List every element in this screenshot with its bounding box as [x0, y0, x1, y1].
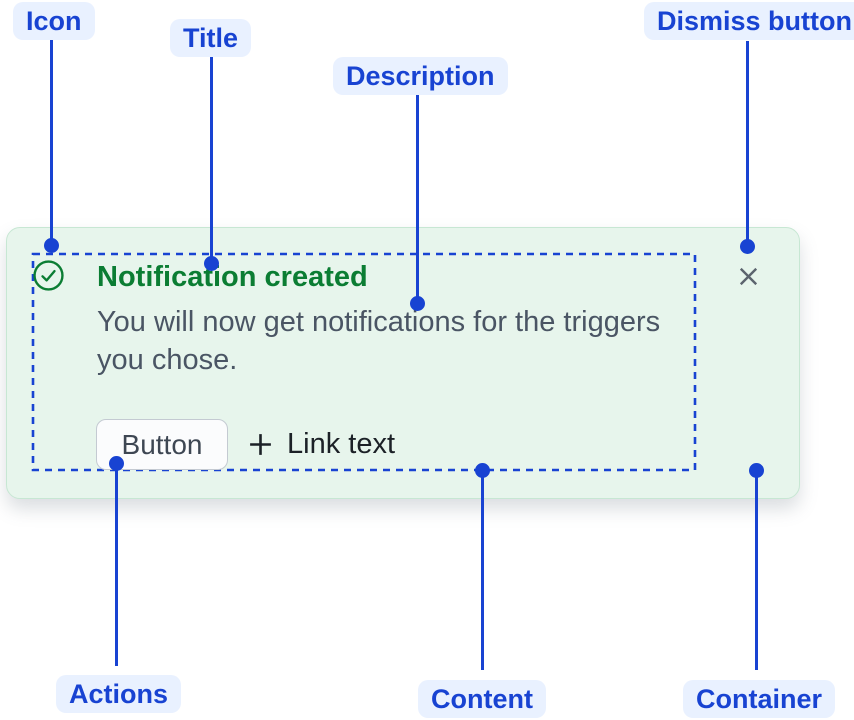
link-text-label: Link text: [287, 428, 395, 460]
callout-dot-title: [204, 256, 219, 271]
notification-title: Notification created: [97, 261, 368, 293]
callout-line-content: [481, 471, 484, 670]
content-region-outline: [31, 252, 697, 472]
callout-label-container: Container: [683, 680, 836, 718]
dashed-border: [31, 252, 697, 472]
link-text-action[interactable]: Link text: [247, 428, 395, 461]
callout-label-dismiss-button: Dismiss button: [644, 2, 854, 40]
callout-line-icon: [50, 40, 53, 240]
callout-dot-dismiss: [740, 239, 755, 254]
plus-icon: [247, 431, 274, 458]
callout-dot-description: [410, 296, 425, 311]
callout-label-description: Description: [333, 57, 508, 95]
callout-dot-actions: [109, 456, 124, 471]
callout-label-title: Title: [170, 19, 252, 57]
success-check-icon: [33, 260, 64, 291]
callout-line-description: [416, 94, 419, 298]
callout-dot-icon: [44, 238, 59, 253]
callout-line-dismiss: [746, 41, 749, 241]
callout-line-title: [210, 55, 213, 258]
callout-label-actions: Actions: [56, 675, 182, 713]
callout-label-icon: Icon: [13, 2, 95, 40]
callout-dot-content: [475, 463, 490, 478]
notification-description: You will now get notifications for the t…: [97, 306, 661, 376]
callout-dot-container: [749, 463, 764, 478]
callout-label-content: Content: [418, 680, 546, 718]
close-icon: [734, 262, 763, 291]
callout-line-container: [755, 471, 758, 670]
callout-line-actions: [115, 464, 118, 666]
dismiss-button[interactable]: [732, 260, 764, 292]
